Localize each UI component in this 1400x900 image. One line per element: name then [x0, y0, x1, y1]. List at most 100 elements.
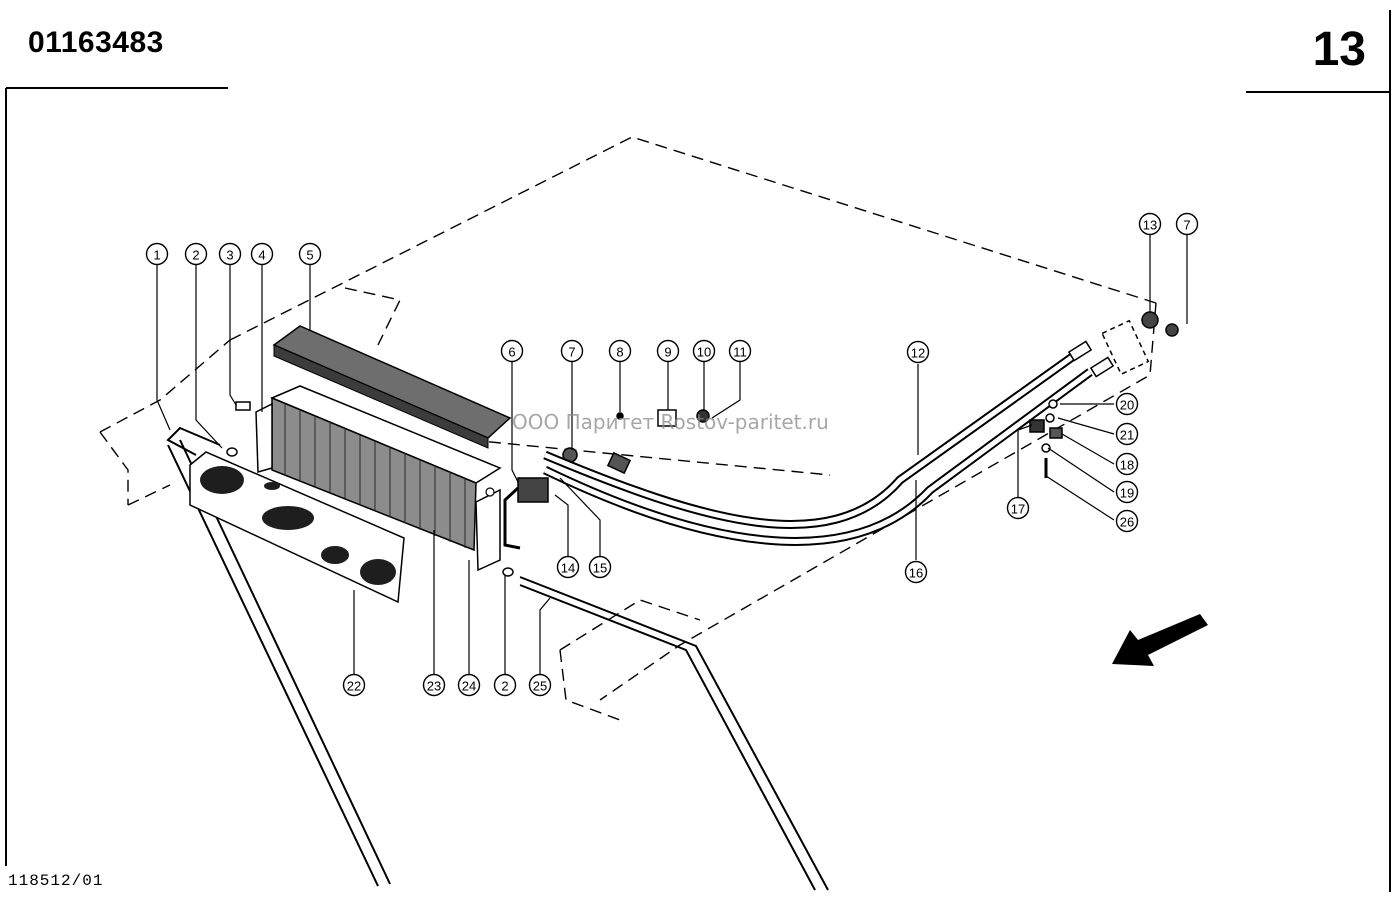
- callout-label: 18: [1120, 458, 1134, 473]
- callout-circle: [218, 242, 242, 266]
- frame-lines: [5, 10, 1391, 892]
- callout-6: 6: [500, 339, 524, 363]
- watermark: ООО Паритет Rostov-paritet.ru: [512, 410, 829, 434]
- callout-25: 25: [528, 673, 552, 697]
- callout-8: 8: [608, 339, 632, 363]
- foam-strip: [272, 325, 512, 449]
- callout-label: 5: [306, 248, 313, 263]
- callout-circle: [184, 242, 208, 266]
- callout-label: 25: [533, 679, 547, 694]
- callout-18: 18: [1115, 452, 1139, 476]
- callout-4: 4: [250, 242, 274, 266]
- callout-label: 17: [1011, 502, 1025, 517]
- callout-label: 13: [1143, 218, 1157, 233]
- callout-1: 1: [145, 242, 169, 266]
- callout-label: 14: [561, 561, 575, 576]
- roof-outline-dashed: [99, 136, 1157, 721]
- callout-15: 15: [588, 555, 612, 579]
- callout-circle: [500, 339, 524, 363]
- callout-circle: [342, 673, 366, 697]
- callout-2: 2: [493, 673, 517, 697]
- callout-7: 7: [560, 339, 584, 363]
- callout-14: 14: [556, 555, 580, 579]
- valve-assembly: [226, 401, 710, 577]
- callout-label: 4: [258, 248, 265, 263]
- callout-label: 22: [347, 679, 361, 694]
- callout-label: 6: [508, 345, 515, 360]
- callout-9: 9: [656, 339, 680, 363]
- callout-16: 16: [904, 560, 928, 584]
- callout-5: 5: [298, 242, 322, 266]
- callout-circle: [1115, 480, 1139, 504]
- callout-label: 2: [192, 248, 199, 263]
- callout-label: 24: [462, 679, 476, 694]
- callout-12: 12: [906, 340, 930, 364]
- callout-circle: [1115, 509, 1139, 533]
- callout-label: 9: [664, 345, 671, 360]
- callout-label: 8: [616, 345, 623, 360]
- hoses: [543, 351, 1093, 546]
- callout-circle: [457, 673, 481, 697]
- callout-circle: [1138, 212, 1162, 236]
- callout-19: 19: [1115, 480, 1139, 504]
- callout-11: 11: [728, 339, 752, 363]
- callout-17: 17: [1006, 496, 1030, 520]
- callout-label: 20: [1120, 398, 1134, 413]
- callout-label: 16: [909, 566, 923, 581]
- callout-3: 3: [218, 242, 242, 266]
- callout-circle: [1115, 392, 1139, 416]
- callout-label: 7: [1183, 218, 1190, 233]
- heat-exchanger-core: [255, 385, 502, 572]
- callout-label: 11: [733, 345, 747, 360]
- callout-circle: [904, 560, 928, 584]
- callout-13: 13: [1138, 212, 1162, 236]
- callout-circle: [588, 555, 612, 579]
- callout-24: 24: [457, 673, 481, 697]
- callout-circle: [145, 242, 169, 266]
- drawing-code: 118512/01: [8, 872, 104, 890]
- callout-label: 12: [911, 346, 925, 361]
- filter-panel: [189, 451, 405, 604]
- callout-label: 1: [153, 248, 160, 263]
- callout-label: 15: [593, 561, 607, 576]
- callout-label: 23: [427, 679, 441, 694]
- callout-circle: [422, 673, 446, 697]
- callout-circle: [493, 673, 517, 697]
- document-number: 01163483: [28, 26, 164, 59]
- callout-label: 3: [226, 248, 233, 263]
- tube-lines: [166, 426, 829, 891]
- callout-20: 20: [1115, 392, 1139, 416]
- callout-circle: [1006, 496, 1030, 520]
- page-number: 13: [1312, 23, 1366, 76]
- leader-lines: [156, 235, 1188, 674]
- callout-21: 21: [1115, 422, 1139, 446]
- callout-circle: [1115, 452, 1139, 476]
- callout-10: 10: [692, 339, 716, 363]
- callout-circle: [250, 242, 274, 266]
- callout-circle: [906, 340, 930, 364]
- callout-circle: [608, 339, 632, 363]
- callout-label: 10: [697, 345, 711, 360]
- callout-label: 21: [1120, 428, 1134, 443]
- callout-circle: [728, 339, 752, 363]
- callout-2: 2: [184, 242, 208, 266]
- callout-circle: [298, 242, 322, 266]
- callout-circle: [1175, 212, 1199, 236]
- callout-23: 23: [422, 673, 446, 697]
- fittings-right: [1029, 311, 1179, 478]
- direction-arrow-icon: [1112, 614, 1208, 666]
- callout-22: 22: [342, 673, 366, 697]
- callout-26: 26: [1115, 509, 1139, 533]
- callout-label: 7: [568, 345, 575, 360]
- callout-circle: [1115, 422, 1139, 446]
- callout-7: 7: [1175, 212, 1199, 236]
- callout-label: 19: [1120, 486, 1134, 501]
- callout-circle: [528, 673, 552, 697]
- callout-circle: [656, 339, 680, 363]
- callout-circle: [560, 339, 584, 363]
- callout-label: 26: [1120, 515, 1134, 530]
- callout-label: 2: [501, 679, 508, 694]
- callout-circle: [692, 339, 716, 363]
